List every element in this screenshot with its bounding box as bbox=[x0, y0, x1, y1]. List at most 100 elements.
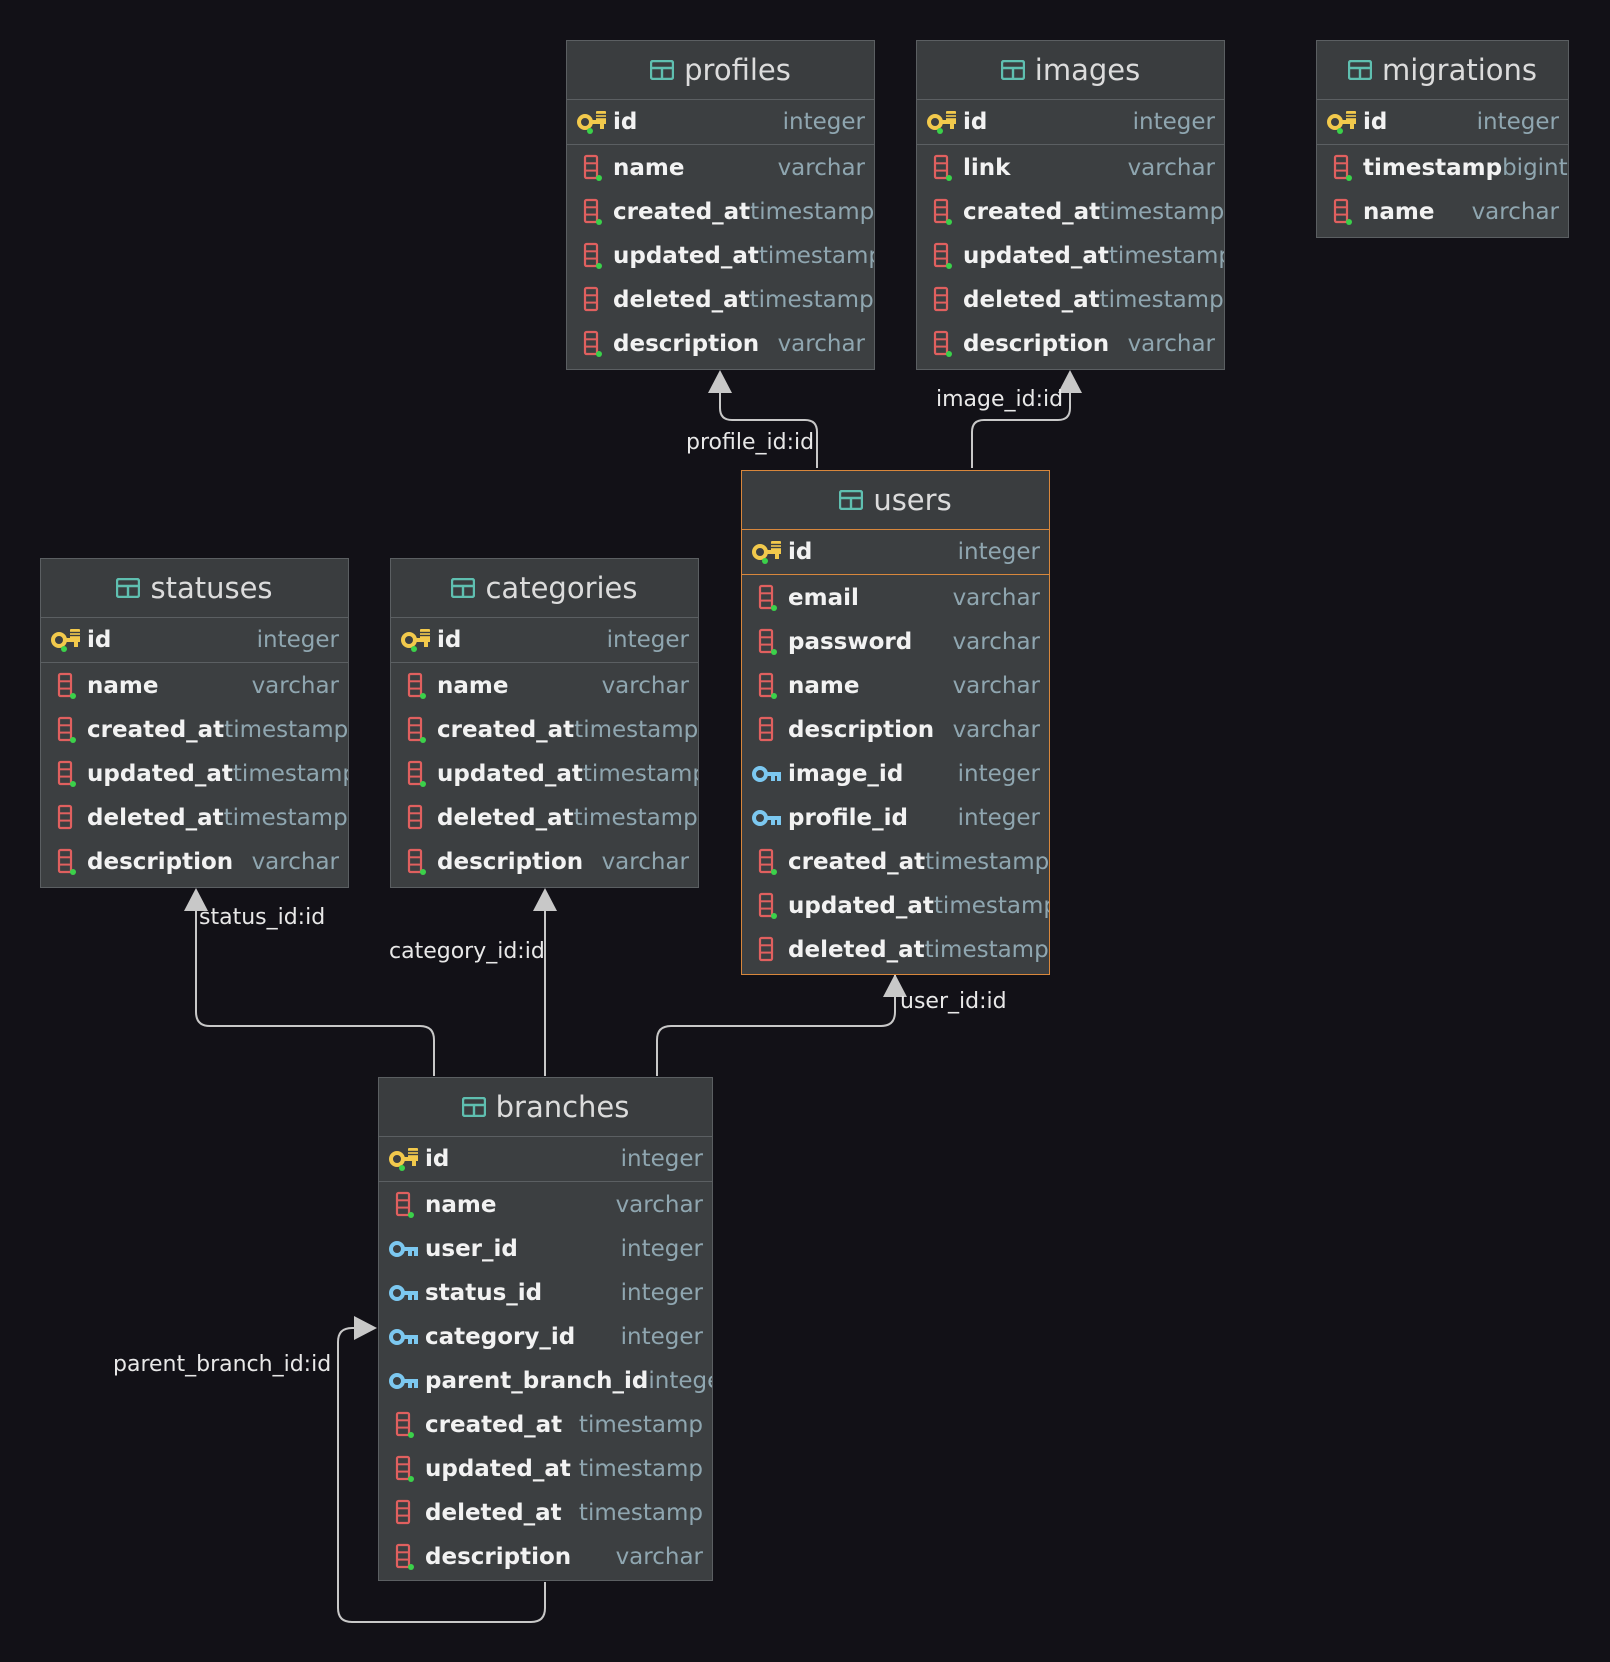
column-row[interactable]: email varchar bbox=[742, 576, 1049, 620]
column-type: integer bbox=[782, 109, 865, 135]
column-type: integer bbox=[957, 805, 1040, 831]
table-header: profiles bbox=[567, 41, 874, 100]
column-name: category_id bbox=[425, 1324, 576, 1350]
column-type: timestamp bbox=[1099, 287, 1224, 313]
foreign-key-icon bbox=[752, 760, 782, 788]
column-name: description bbox=[437, 849, 584, 875]
column-icon bbox=[401, 804, 431, 832]
column-icon bbox=[927, 154, 957, 182]
arrow-category bbox=[533, 888, 557, 911]
column-type: integer bbox=[620, 1324, 703, 1350]
table-icon bbox=[461, 1096, 486, 1118]
column-type: varchar bbox=[601, 849, 689, 875]
column-type: varchar bbox=[777, 331, 865, 357]
column-type: integer bbox=[648, 1368, 712, 1394]
column-name: id bbox=[425, 1146, 450, 1172]
column-type: timestamp bbox=[224, 717, 349, 743]
column-type: timestamp bbox=[578, 1456, 703, 1482]
table-name: users bbox=[873, 483, 952, 517]
column-icon bbox=[51, 716, 81, 744]
column-icon bbox=[752, 628, 782, 656]
column-type: varchar bbox=[601, 673, 689, 699]
column-type: timestamp bbox=[924, 937, 1049, 963]
foreign-key-icon bbox=[389, 1367, 419, 1395]
table-header: images bbox=[917, 41, 1224, 100]
primary-key-icon bbox=[389, 1145, 419, 1173]
column-row[interactable]: name varchar bbox=[1317, 190, 1568, 234]
column-name: deleted_at bbox=[425, 1500, 562, 1526]
column-type: integer bbox=[1132, 109, 1215, 135]
column-icon bbox=[389, 1455, 419, 1483]
column-name: name bbox=[1363, 199, 1435, 225]
foreign-key-icon bbox=[389, 1235, 419, 1263]
column-name: name bbox=[87, 673, 159, 699]
column-name: created_at bbox=[788, 849, 926, 875]
column-type: varchar bbox=[615, 1192, 703, 1218]
column-type: varchar bbox=[952, 585, 1040, 611]
column-name: email bbox=[788, 585, 859, 611]
column-name: user_id bbox=[425, 1236, 518, 1262]
table-icon bbox=[649, 59, 675, 81]
column-row[interactable]: description varchar bbox=[391, 840, 698, 884]
column-name: updated_at bbox=[87, 761, 233, 787]
column-type: varchar bbox=[1471, 199, 1559, 225]
column-row[interactable]: category_id integer bbox=[379, 1315, 712, 1359]
column-type: varchar bbox=[1127, 331, 1215, 357]
column-type: varchar bbox=[777, 155, 865, 181]
column-name: updated_at bbox=[613, 243, 759, 269]
